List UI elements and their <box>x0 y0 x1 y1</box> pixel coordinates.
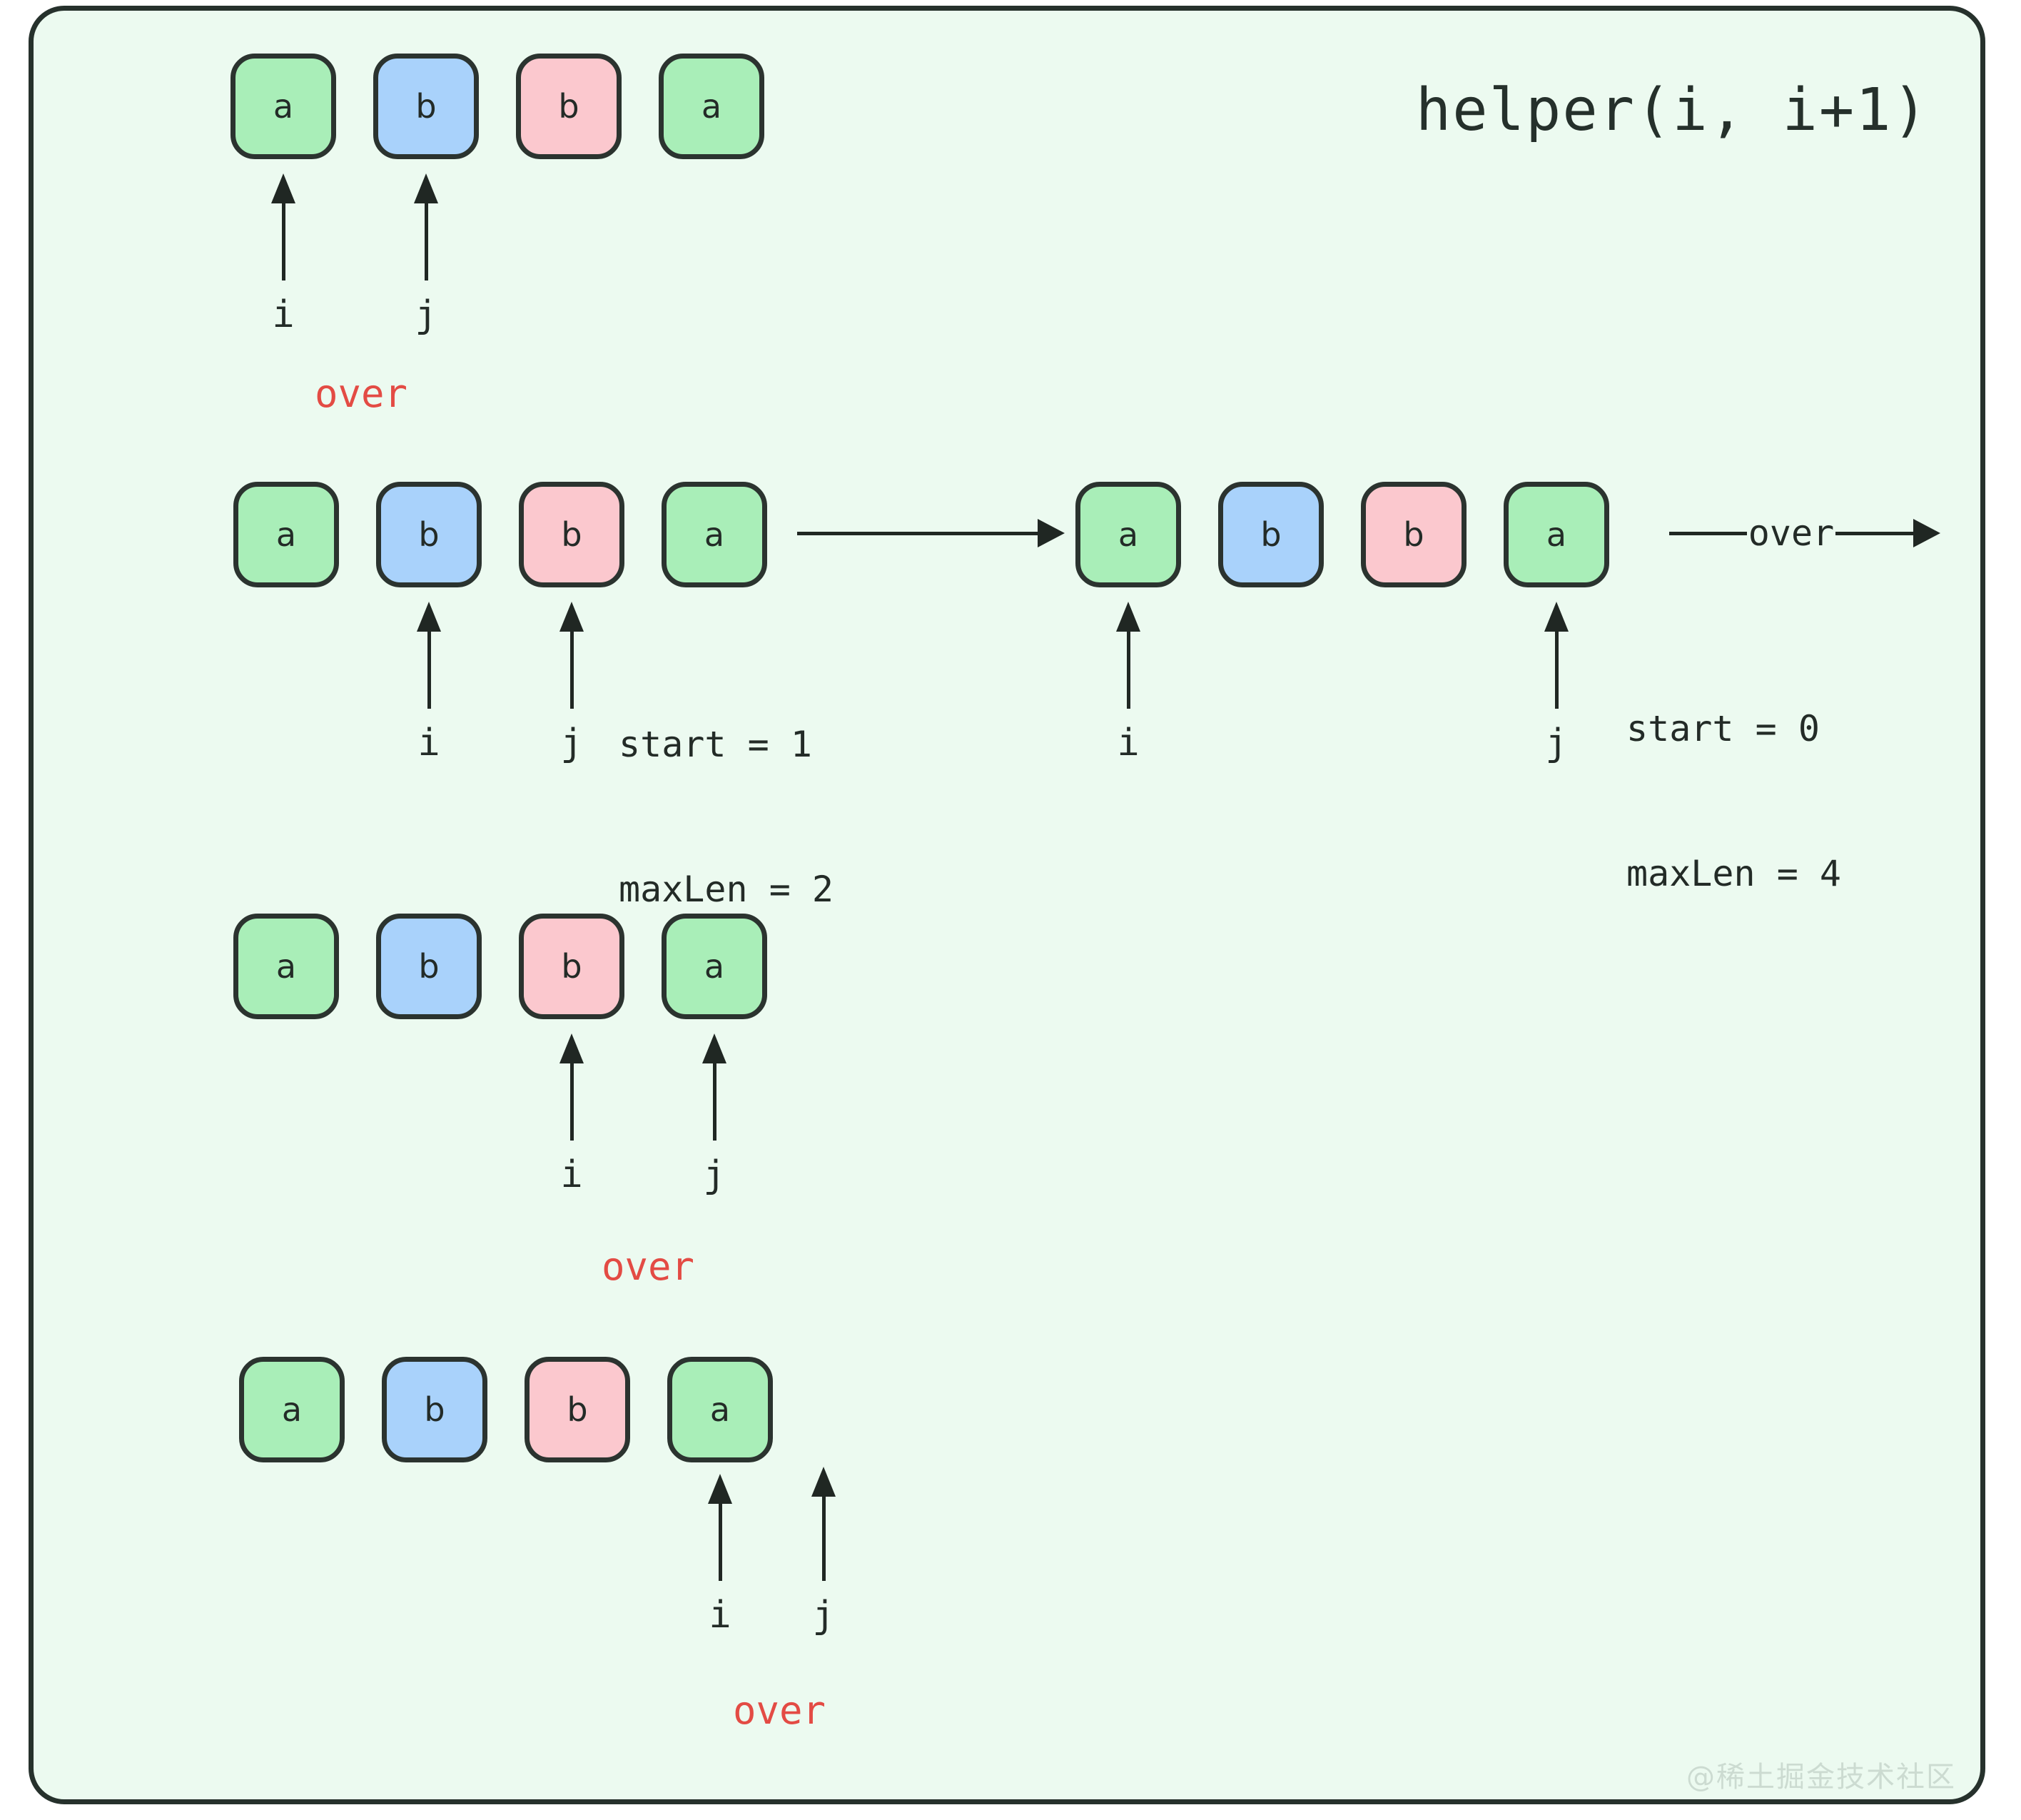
cell-r4-1: b <box>382 1357 487 1462</box>
arrow-shaft <box>822 1482 826 1581</box>
exit-arrow-over-r2: over <box>1669 515 1941 551</box>
arrow-shaft <box>570 617 574 709</box>
pointer-label-i-r2a: i <box>417 722 440 764</box>
pointer-arrow-j-r4 <box>811 1467 836 1581</box>
cell-r4-0: a <box>239 1357 345 1462</box>
pointer-arrow-i-r3 <box>559 1033 584 1141</box>
over-label-r3: over <box>602 1244 695 1289</box>
pointer-label-j-r1: j <box>415 293 437 336</box>
pointer-arrow-i-r4 <box>708 1474 732 1581</box>
cell-r2a-0: a <box>233 482 339 587</box>
diagram-panel: helper(i, i+1) a b b a i j over a b b a <box>29 6 1985 1804</box>
cell-r3-2: b <box>519 914 624 1019</box>
pointer-label-j-r2b: j <box>1545 722 1568 764</box>
over-label-r4: over <box>733 1688 826 1733</box>
cell-r2b-2: b <box>1361 482 1467 587</box>
cell-r2b-3: a <box>1504 482 1609 587</box>
state-start-r2b: start = 0 <box>1626 708 1820 749</box>
state-annotation-r2a: start = 1 maxLen = 2 <box>619 625 834 1010</box>
state-start-r2a: start = 1 <box>619 724 812 765</box>
cell-r4-3: a <box>667 1357 773 1462</box>
state-maxlen-r2a: maxLen = 2 <box>619 868 834 910</box>
cell-r3-1: b <box>376 914 482 1019</box>
pointer-arrow-i-r2a <box>417 602 441 709</box>
arrow-shaft <box>1555 617 1559 709</box>
pointer-label-i-r4: i <box>709 1594 731 1637</box>
cell-r4-2: b <box>525 1357 630 1462</box>
pointer-label-i-r1: i <box>272 293 295 336</box>
arrow-shaft <box>570 1049 574 1141</box>
pointer-arrow-i-r1 <box>271 173 295 280</box>
cell-r2b-0: a <box>1075 482 1181 587</box>
pointer-arrow-j-r2b <box>1544 602 1569 709</box>
pointer-label-j-r3: j <box>703 1153 726 1196</box>
cell-r3-0: a <box>233 914 339 1019</box>
pointer-label-j-r2a: j <box>560 722 583 764</box>
arrowhead-right-icon <box>1913 519 1941 547</box>
pointer-arrow-j-r3 <box>702 1033 726 1141</box>
exit-arrow-label-r2: over <box>1748 512 1835 554</box>
cell-r2b-1: b <box>1218 482 1324 587</box>
pointer-arrow-j-r1 <box>414 173 438 280</box>
cell-r2a-2: b <box>519 482 624 587</box>
arrow-shaft <box>427 617 431 709</box>
pointer-label-i-r3: i <box>560 1153 583 1196</box>
cell-r1-0: a <box>231 54 336 159</box>
cell-r1-3: a <box>659 54 764 159</box>
arrow-shaft <box>1127 617 1130 709</box>
arrow-shaft <box>797 531 1038 535</box>
arrow-shaft <box>1835 531 1914 535</box>
cell-r2a-1: b <box>376 482 482 587</box>
arrow-shaft <box>425 189 428 280</box>
cell-r1-1: b <box>373 54 479 159</box>
state-annotation-r2b: start = 0 maxLen = 4 <box>1626 609 1841 994</box>
arrow-shaft <box>719 1490 722 1581</box>
state-maxlen-r2b: maxLen = 4 <box>1626 852 1842 894</box>
arrowhead-right-icon <box>1038 519 1065 547</box>
cell-r2a-3: a <box>662 482 767 587</box>
over-label-r1: over <box>315 371 408 416</box>
transition-arrow-r2 <box>797 519 1065 547</box>
pointer-label-j-r4: j <box>812 1594 835 1637</box>
arrow-shaft <box>1669 531 1747 535</box>
arrow-shaft <box>713 1049 716 1141</box>
pointer-arrow-j-r2a <box>559 602 584 709</box>
pointer-label-i-r2b: i <box>1117 722 1140 764</box>
page-title: helper(i, i+1) <box>1415 76 1929 144</box>
pointer-arrow-i-r2b <box>1116 602 1140 709</box>
cell-r3-3: a <box>662 914 767 1019</box>
arrow-shaft <box>282 189 285 280</box>
watermark: @稀土掘金技术社区 <box>1686 1761 1956 1794</box>
cell-r1-2: b <box>516 54 622 159</box>
